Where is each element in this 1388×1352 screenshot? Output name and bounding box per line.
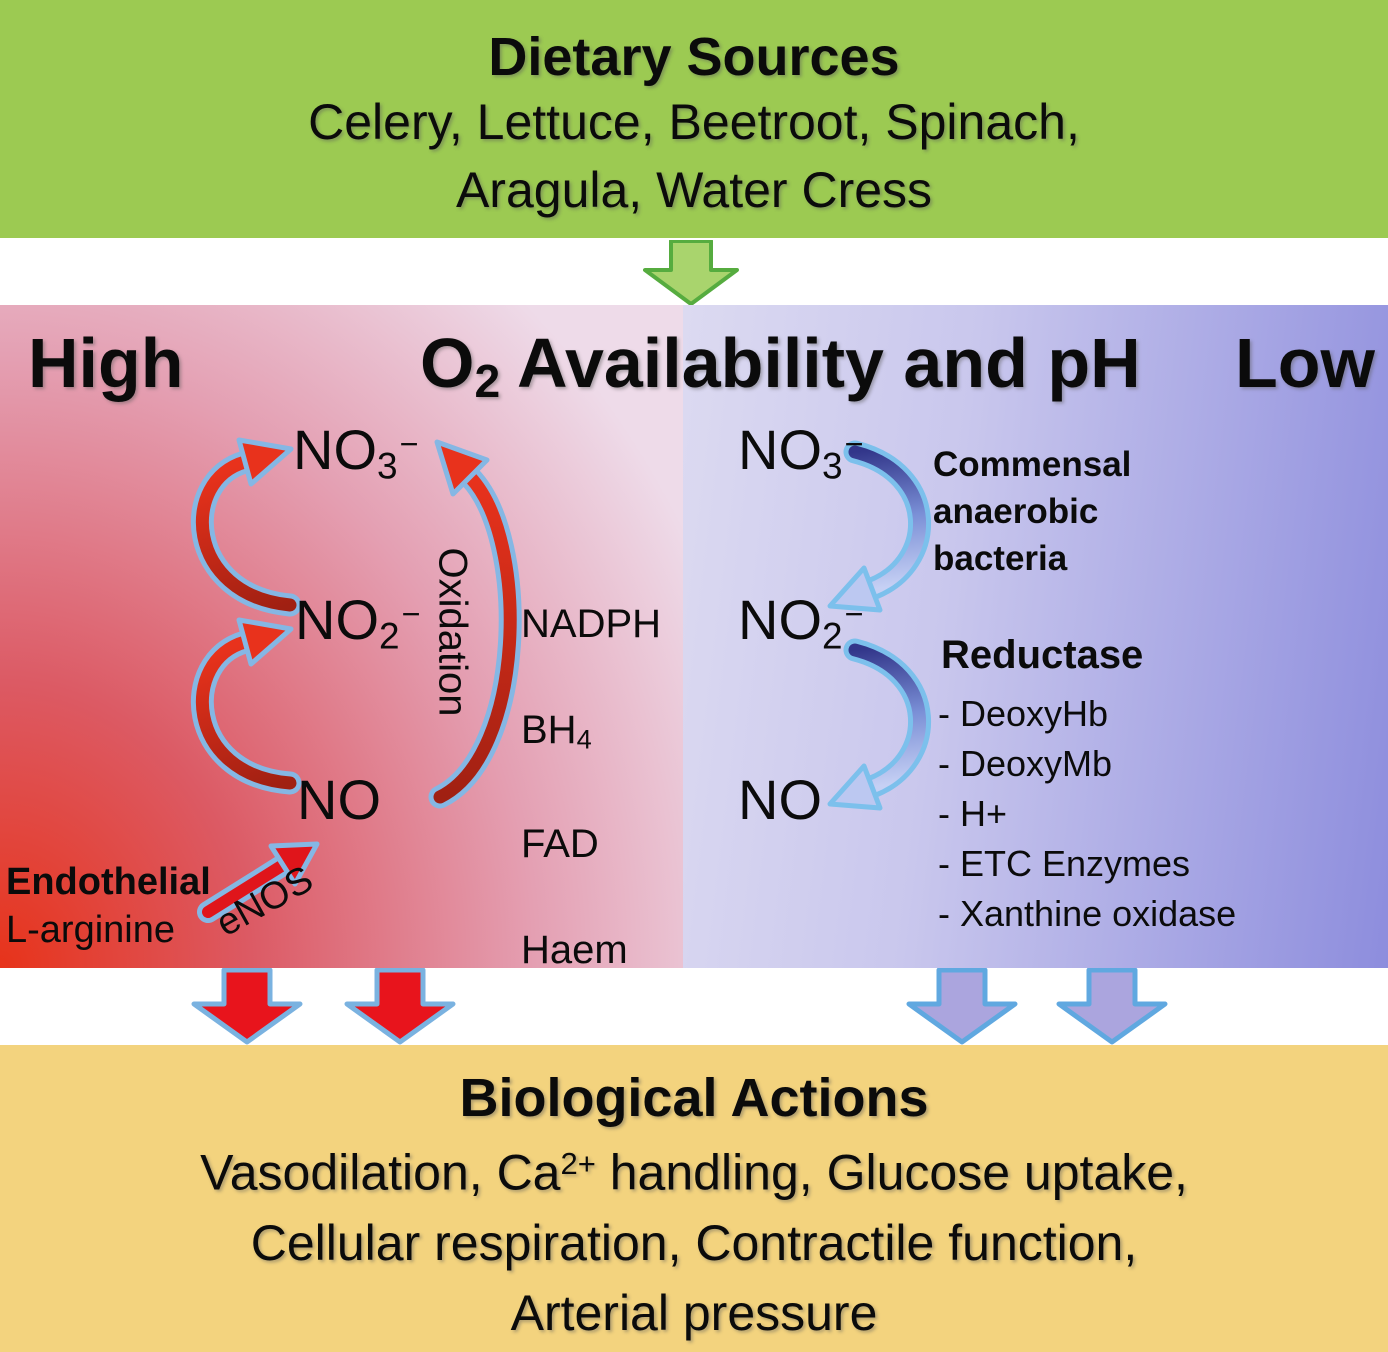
cofactor-bh4: BH4 — [521, 704, 661, 765]
left-no-base: NO — [297, 768, 381, 831]
biological-actions-line-2: Cellular respiration, Contractile functi… — [250, 1214, 1138, 1271]
biological-actions-line-1: Vasodilation, Ca2+ handling, Glucose upt… — [200, 1129, 1188, 1208]
reduction-arrow-no3-to-no2 — [827, 440, 931, 613]
curved-arrow-no-to-no2 — [190, 617, 302, 795]
list-item: - H+ — [938, 793, 1008, 834]
list-item: - DeoxyHb — [938, 693, 1109, 734]
left-no3-subscript: 3 — [377, 445, 398, 487]
right-no3-subscript: 3 — [822, 445, 843, 487]
biological-actions-banner: Biological Actions Vasodilation, Ca2+ ha… — [0, 1045, 1388, 1352]
left-no2-base: NO — [295, 588, 379, 651]
dietary-sources-line-2: Aragula, Water Cress — [455, 162, 933, 218]
line1-pre: Vasodilation, Ca — [200, 1144, 561, 1201]
high-o2-region — [0, 305, 683, 968]
right-no2-base: NO — [738, 588, 822, 651]
right-no2-subscript: 2 — [822, 615, 843, 657]
cofactor-haem: Haem — [521, 928, 628, 973]
dietary-sources-title: Dietary Sources — [488, 27, 900, 87]
left-no3-base: NO — [293, 418, 377, 481]
gradient-to-biological-gap — [0, 967, 1388, 1045]
curved-arrow-no2-to-no3 — [190, 437, 302, 617]
left-no3-superscript: − — [399, 426, 419, 463]
low-o2-region — [683, 305, 1388, 968]
oxidation-arrow-no-to-no3 — [428, 439, 522, 809]
reductase-list: - DeoxyHb - DeoxyMb - H+ - ETC Enzymes - Xan… — [938, 689, 1236, 939]
enos-arrow — [197, 841, 320, 923]
down-block-arrows — [191, 967, 1168, 1045]
l-arginine-label: L-arginine — [6, 909, 175, 951]
left-no2-subscript: 2 — [379, 615, 400, 657]
line1-post: handling, Glucose uptake, — [595, 1144, 1188, 1201]
right-no3-formula: NO3− — [738, 417, 864, 488]
green-down-arrow-icon — [643, 240, 739, 306]
red-down-arrow-1 — [191, 967, 303, 1045]
o2-subscript: 2 — [474, 355, 501, 408]
biological-actions-title: Biological Actions — [459, 1068, 929, 1128]
cofactors-list: NADPH BH4 FAD Haem — [521, 545, 661, 1030]
cofactor-nadph: NADPH — [521, 602, 662, 646]
reduction-arrow-no2-to-no — [827, 638, 931, 811]
pathway-arrows — [190, 437, 931, 923]
o2-gradient-panel: High O2 Availability and pH Low NO3− NO2… — [0, 305, 1388, 972]
endothelial-label: Endothelial — [6, 861, 211, 903]
left-no2-superscript: − — [401, 596, 421, 633]
biological-actions-line-3: Arterial pressure — [510, 1284, 878, 1341]
reductase-title: Reductase — [941, 633, 1144, 677]
right-no-formula: NO — [738, 767, 822, 832]
commensal-bacteria-label: Commensal anaerobic bacteria — [933, 445, 1132, 578]
ca-superscript: 2+ — [560, 1146, 596, 1181]
list-item: - DeoxyMb — [938, 743, 1113, 784]
list-item: - ETC Enzymes — [938, 843, 1191, 884]
high-label: High — [28, 324, 184, 402]
left-no2-formula: NO2− — [295, 587, 421, 658]
bh4-base: BH — [521, 708, 577, 752]
title-rest: Availability and pH — [500, 324, 1141, 402]
right-no2-superscript: − — [844, 596, 864, 633]
dietary-to-gradient-gap — [0, 238, 1388, 306]
right-no3-base: NO — [738, 418, 822, 481]
purple-down-arrow-1 — [906, 967, 1018, 1045]
red-down-arrow-2 — [344, 967, 456, 1045]
bh4-subscript: 4 — [576, 723, 592, 755]
right-no3-superscript: − — [844, 426, 864, 463]
o2-base: O — [420, 324, 475, 402]
o2-availability-title: O2 Availability and pH — [420, 323, 1141, 408]
right-no-base: NO — [738, 768, 822, 831]
low-label: Low — [1235, 324, 1375, 402]
purple-down-arrow-2 — [1056, 967, 1168, 1045]
left-no3-formula: NO3− — [293, 417, 419, 488]
dietary-sources-line-1: Celery, Lettuce, Beetroot, Spinach, — [308, 94, 1080, 150]
list-item: - Xanthine oxidase — [938, 893, 1237, 934]
oxidation-label: Oxidation — [430, 547, 475, 717]
dietary-sources-banner: Dietary Sources Celery, Lettuce, Beetroo… — [0, 0, 1388, 238]
right-no2-formula: NO2− — [738, 587, 864, 658]
left-no-formula: NO — [297, 767, 381, 832]
cofactor-fad: FAD — [521, 822, 599, 867]
